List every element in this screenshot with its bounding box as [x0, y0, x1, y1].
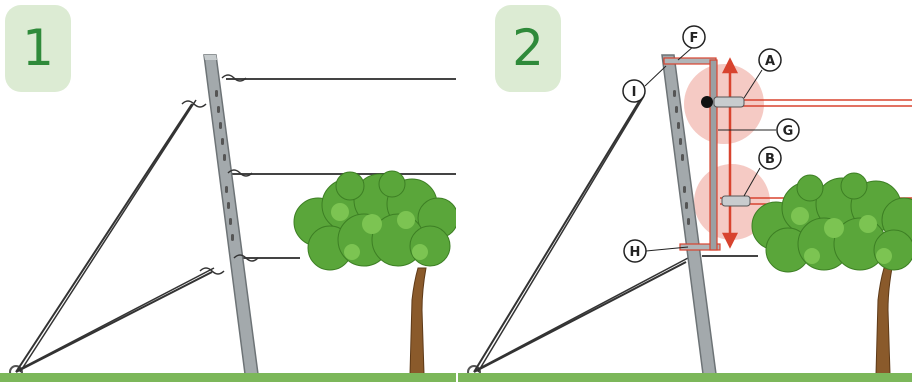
callout-f-label: F	[690, 31, 699, 46]
callout-b: B	[743, 146, 782, 197]
upper-stay-wire-2	[477, 95, 645, 373]
bottom-bracket	[679, 243, 721, 251]
lower-stay-wire	[15, 271, 213, 373]
callout-a: A	[743, 48, 782, 99]
vine-trunk	[409, 267, 427, 375]
top-bracket	[663, 57, 717, 65]
step-number-badge: 2	[495, 5, 561, 92]
tension-rod	[709, 59, 718, 251]
step-number-badge: 1	[5, 5, 71, 92]
wire-ties	[181, 74, 259, 275]
callout-g: G	[718, 118, 800, 142]
vine-foliage-light	[331, 203, 428, 260]
callout-h-label: H	[630, 245, 641, 260]
step-1-panel: 1	[0, 5, 456, 382]
callout-i: I	[622, 65, 667, 103]
ground-strip	[0, 373, 456, 382]
upper-stay-wire	[473, 99, 641, 373]
end-post-top	[204, 55, 217, 60]
lower-stay-wire	[473, 261, 687, 373]
upper-stay-wire-2	[19, 99, 197, 373]
vine-trunk	[875, 267, 893, 375]
post-holes	[673, 90, 690, 225]
callout-g-label: G	[783, 124, 794, 139]
callout-f: F	[677, 25, 706, 61]
callout-i-label: I	[632, 85, 637, 100]
post-holes	[215, 90, 234, 241]
trellis-drawing-step-2: F I A G B H	[467, 25, 912, 379]
lower-stay-wire-2	[475, 257, 689, 371]
trellis-drawing-step-1	[9, 54, 456, 379]
upper-stay-wire	[15, 103, 193, 373]
vine-foliage-light	[791, 207, 892, 264]
callout-b-label: B	[765, 152, 775, 167]
lower-stay-wire-2	[17, 267, 215, 371]
step-2-panel: F I A G B H 2	[458, 0, 912, 382]
tensioner-a	[701, 96, 745, 108]
callout-a-label: A	[765, 54, 775, 69]
end-post	[203, 54, 259, 375]
ground-strip	[458, 373, 912, 382]
tensioner-b	[721, 195, 751, 207]
callout-h: H	[623, 239, 689, 263]
